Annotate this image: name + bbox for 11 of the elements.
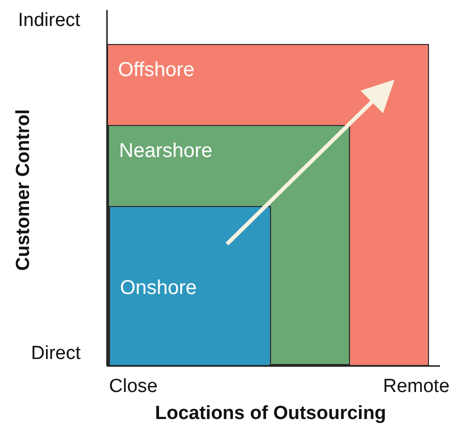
axis-tick-label: Indirect	[18, 10, 80, 32]
region-box	[108, 125, 350, 365]
axis-title: Locations of Outsourcing	[155, 403, 386, 425]
region-box	[109, 206, 271, 366]
axis-tick-label: Direct	[31, 343, 81, 365]
region-label: Offshore	[118, 59, 194, 82]
region-label: Onshore	[120, 277, 197, 300]
axis-tick-label: Remote	[383, 376, 450, 398]
axis-tick-label: Close	[109, 376, 158, 398]
region-label: Nearshore	[119, 140, 212, 163]
axis-title: Customer Control	[12, 109, 35, 271]
